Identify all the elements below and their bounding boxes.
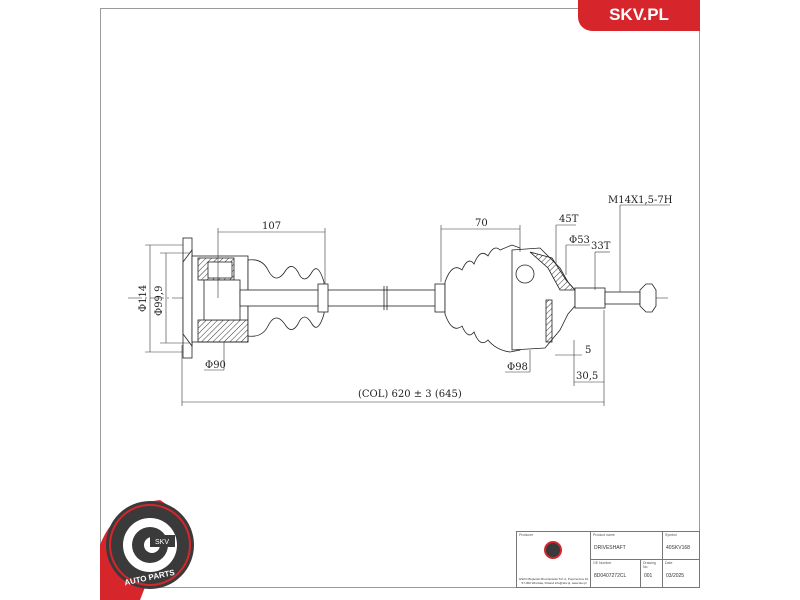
product-name-label: Product name — [593, 533, 615, 537]
dim-70: 70 — [475, 218, 488, 229]
dim-30-5: 30,5 — [576, 371, 598, 382]
dim-45t: 45T — [559, 214, 579, 225]
dim-5: 5 — [585, 345, 591, 356]
date-label: Date — [665, 561, 673, 565]
dim-thread: M14X1,5-7H — [608, 195, 673, 206]
producer-logo — [544, 541, 562, 559]
product-name: DRIVESHAFT — [594, 545, 626, 551]
drawing-label: Drawing No. — [643, 561, 656, 569]
drawing-no-cell: Drawing No. 001 — [641, 560, 663, 588]
dim-d90: Φ90 — [205, 360, 226, 371]
dim-d114: Φ114 — [138, 285, 149, 312]
dim-33t: 33T — [591, 241, 611, 252]
date: 03/2025 — [666, 573, 685, 579]
shaft — [239, 289, 446, 307]
brand-badge[interactable]: SKV.PL — [578, 0, 700, 31]
outer-cv-joint — [511, 247, 576, 351]
dim-d98: Φ98 — [507, 362, 528, 373]
dim-d53: Φ53 — [569, 235, 590, 246]
stub-shaft — [574, 287, 606, 309]
producer-address: ESKO Bujanski Mroczkowski S.K.A. Poprzec… — [519, 577, 589, 585]
thread — [604, 291, 641, 305]
oe-label: OE Number — [593, 561, 612, 565]
title-block: Producer ESKO Bujanski Mroczkowski S.K.A… — [516, 531, 700, 588]
producer-label: Producer — [519, 533, 534, 537]
nut — [639, 283, 657, 313]
drawing-no: 001 — [644, 573, 653, 579]
drawing-frame — [100, 8, 700, 588]
symbol-label: Symbol — [665, 533, 677, 537]
oe-cell: OE Number 8D0407272CL — [591, 560, 641, 588]
oe-number: 8D0407272CL — [594, 573, 627, 579]
product-name-cell: Product name DRIVESHAFT — [591, 532, 663, 560]
date-cell: Date 03/2025 — [663, 560, 700, 588]
skv-logo: SKV AUTO PARTS — [100, 500, 194, 600]
inner-cv-joint — [182, 237, 249, 359]
outer-boot — [444, 244, 521, 353]
symbol-cell: Symbol 40SKV168 — [663, 532, 700, 560]
dim-107: 107 — [262, 221, 281, 232]
dim-total: (COL) 620 ± 3 (645) — [358, 389, 462, 400]
dimension-lines — [145, 204, 670, 406]
dim-d99-9: Φ99,9 — [154, 286, 165, 316]
symbol: 40SKV168 — [666, 545, 690, 551]
logo-center-text: SKV — [155, 539, 169, 546]
producer-cell: Producer ESKO Bujanski Mroczkowski S.K.A… — [517, 532, 591, 588]
